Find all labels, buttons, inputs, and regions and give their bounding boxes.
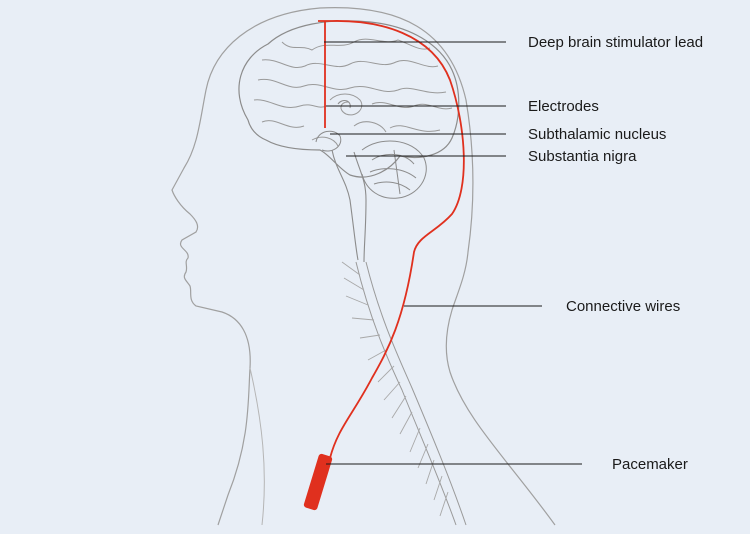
label-deep-brain-stimulator-lead: Deep brain stimulator lead: [528, 34, 703, 52]
label-connective-wires: Connective wires: [566, 298, 680, 316]
head-outline: [172, 8, 555, 525]
label-substantia-nigra: Substantia nigra: [528, 148, 636, 166]
neck-line: [250, 368, 264, 525]
label-pacemaker: Pacemaker: [612, 456, 688, 474]
stimulator-lead: [318, 21, 332, 128]
pacemaker-device: [303, 453, 333, 511]
connective-wire: [330, 21, 464, 458]
spinal-cord: [356, 262, 466, 525]
label-subthalamic-nucleus: Subthalamic nucleus: [528, 126, 666, 144]
label-electrodes: Electrodes: [528, 98, 599, 116]
cerebellum: [362, 141, 426, 198]
brain-gyri: [254, 39, 452, 146]
brainstem: [332, 150, 366, 262]
vertebrae: [342, 262, 448, 516]
deep-structures: [316, 101, 350, 152]
